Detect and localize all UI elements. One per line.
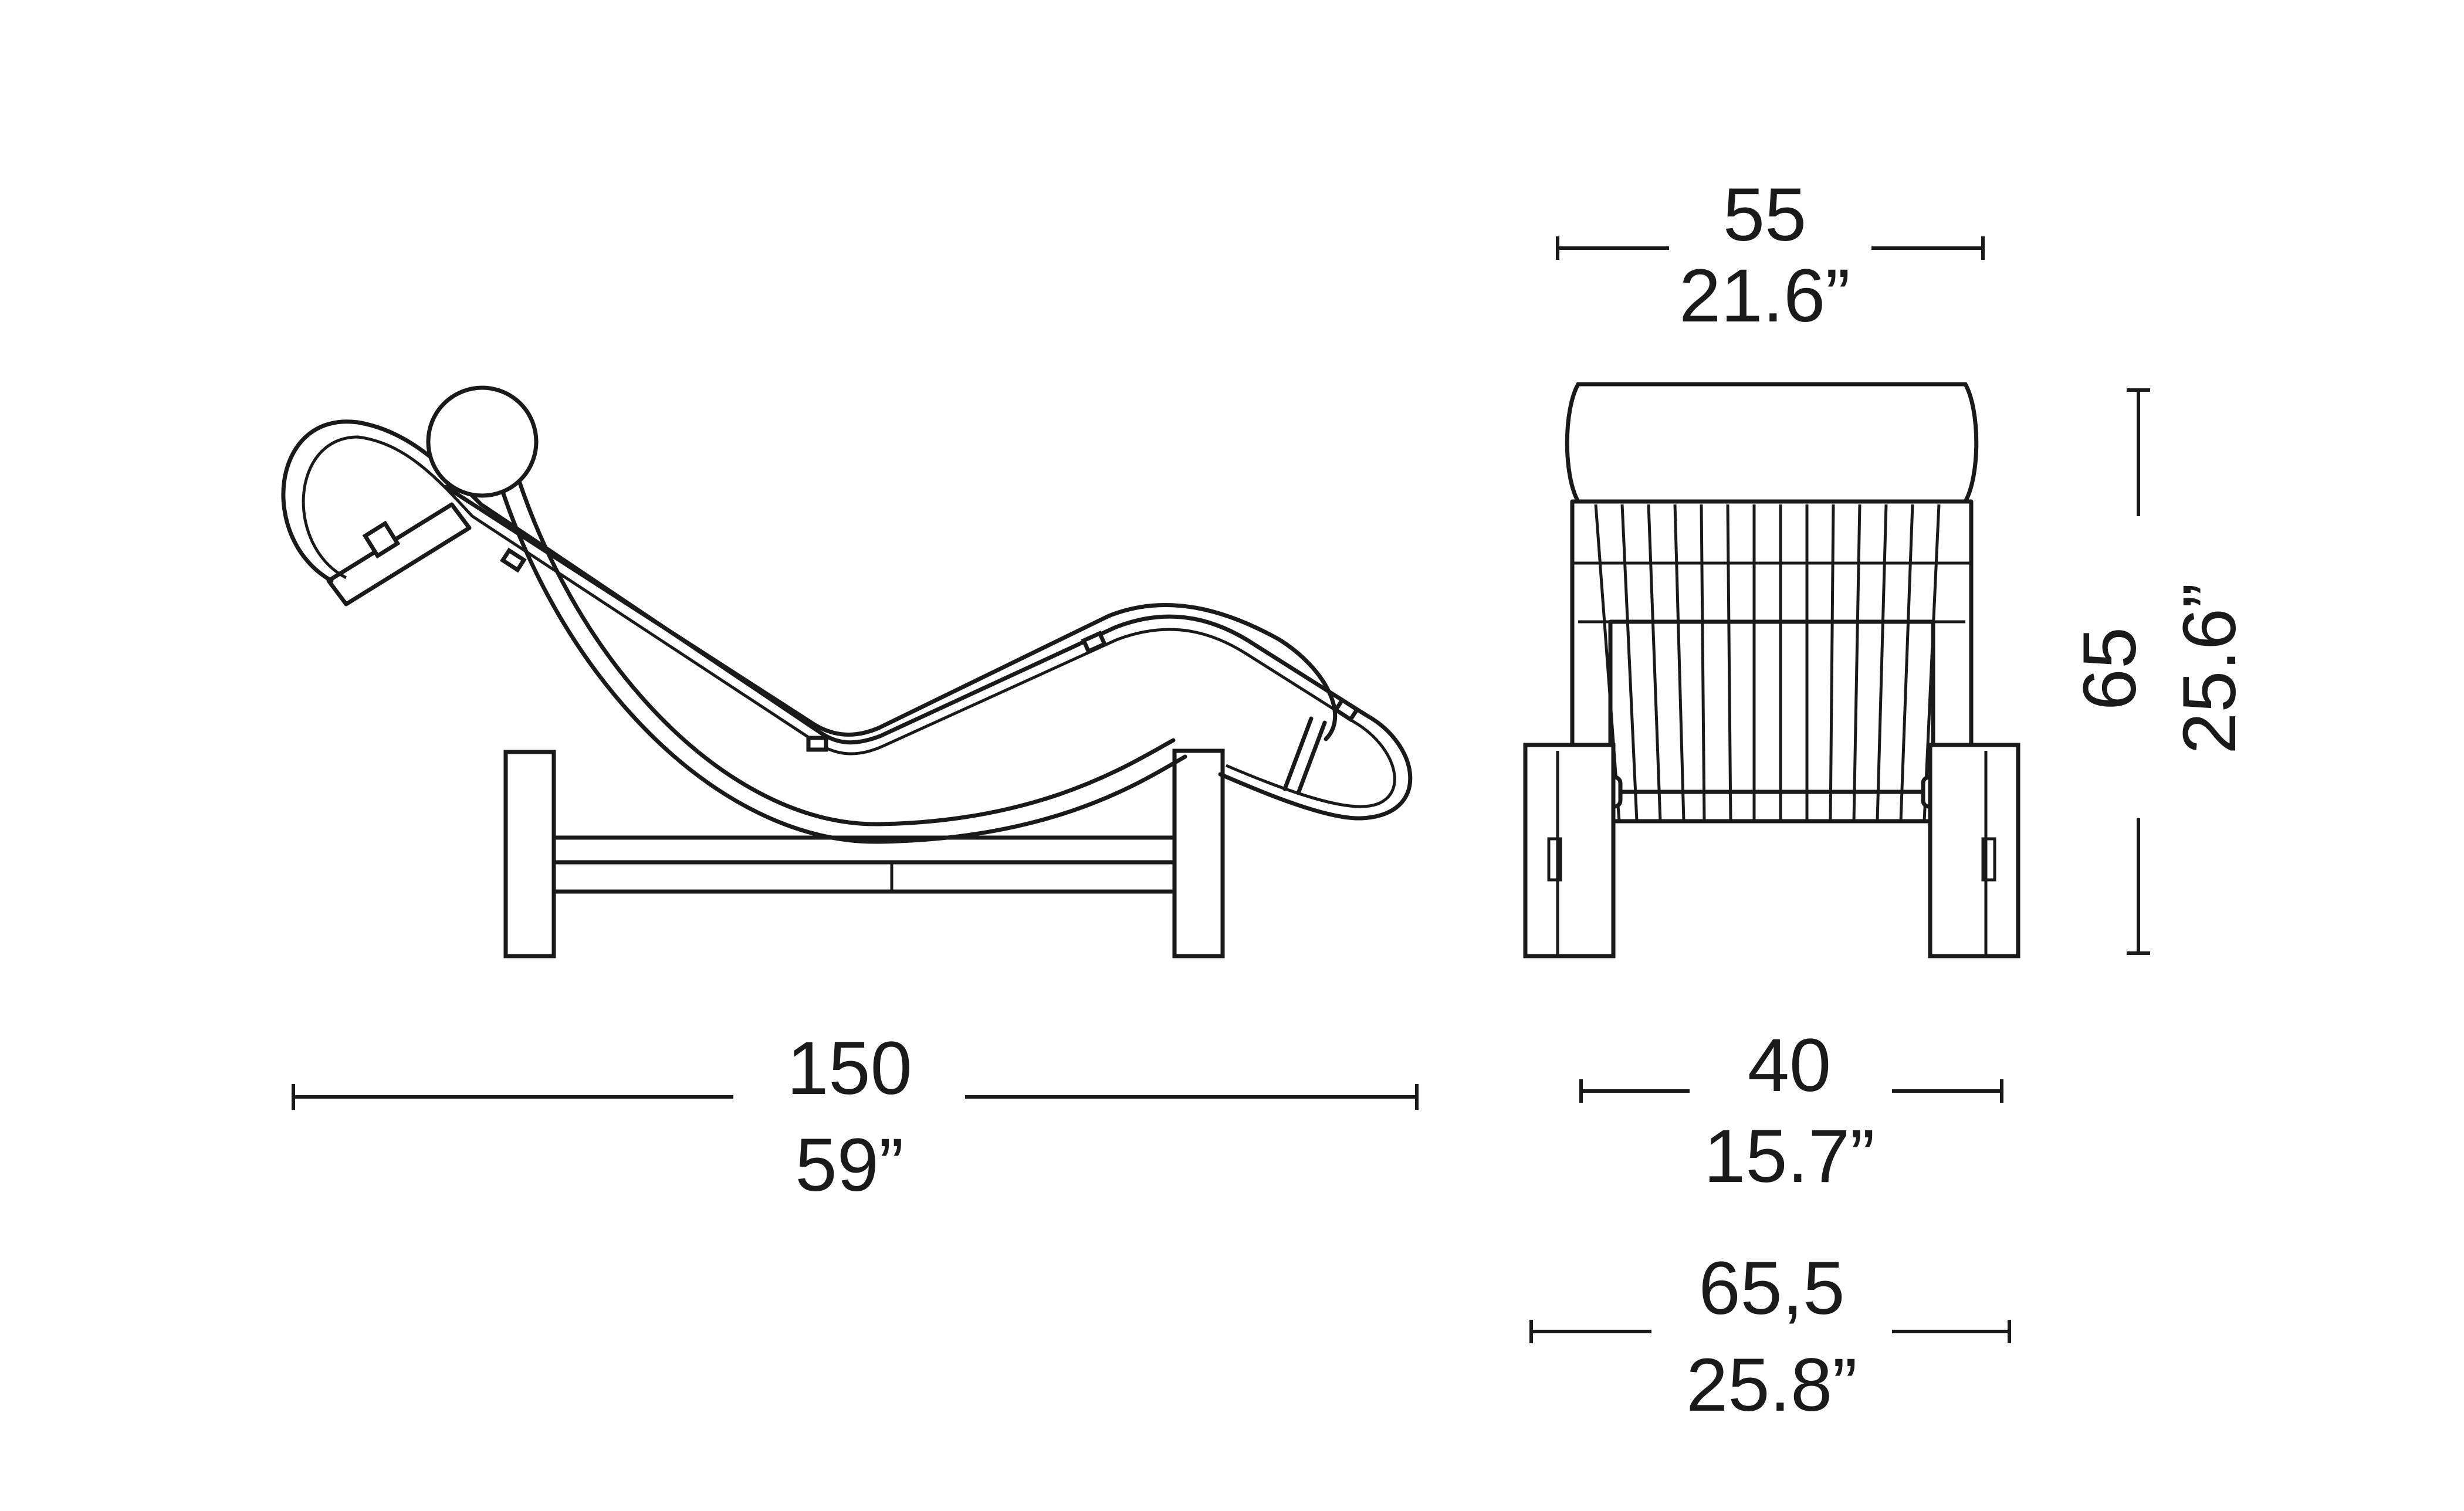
front-right-leg <box>1928 743 2020 958</box>
side-strap <box>326 502 472 607</box>
front-overall-width-metric: 65,5 <box>1698 1246 1844 1330</box>
dim-front-top-width-line <box>1556 236 1985 260</box>
front-view-drawing <box>1523 382 2020 958</box>
front-overall-width-imperial: 25.8” <box>1686 1343 1857 1427</box>
front-base-width-metric: 40 <box>1748 1024 1831 1107</box>
side-lower-stretcher <box>551 860 1177 894</box>
dim-front-overall-width-line <box>1529 1320 2011 1343</box>
side-view-drawing <box>281 385 1413 958</box>
height-metric: 65 <box>2068 627 2152 710</box>
front-headrest-cushion <box>1565 382 1979 504</box>
side-front-leg <box>1172 748 1225 958</box>
side-base-arc <box>479 408 1187 844</box>
front-base-width-imperial: 15.7” <box>1704 1114 1875 1198</box>
front-slats <box>1572 504 1971 822</box>
front-left-leg <box>1523 743 1616 958</box>
front-top-width-metric: 55 <box>1723 173 1806 257</box>
side-buckle <box>362 520 401 559</box>
dim-front-base-width-line <box>1579 1079 2003 1103</box>
dim-height-line <box>2127 388 2150 955</box>
front-top-width-imperial: 21.6” <box>1679 254 1850 338</box>
side-length-metric: 150 <box>787 1026 912 1110</box>
dim-side-length-line <box>292 1084 1419 1110</box>
height-imperial: 25.6” <box>2168 583 2252 754</box>
side-length-imperial: 59” <box>796 1123 904 1207</box>
side-headrest-roll <box>426 385 539 498</box>
side-rear-leg <box>503 750 556 958</box>
